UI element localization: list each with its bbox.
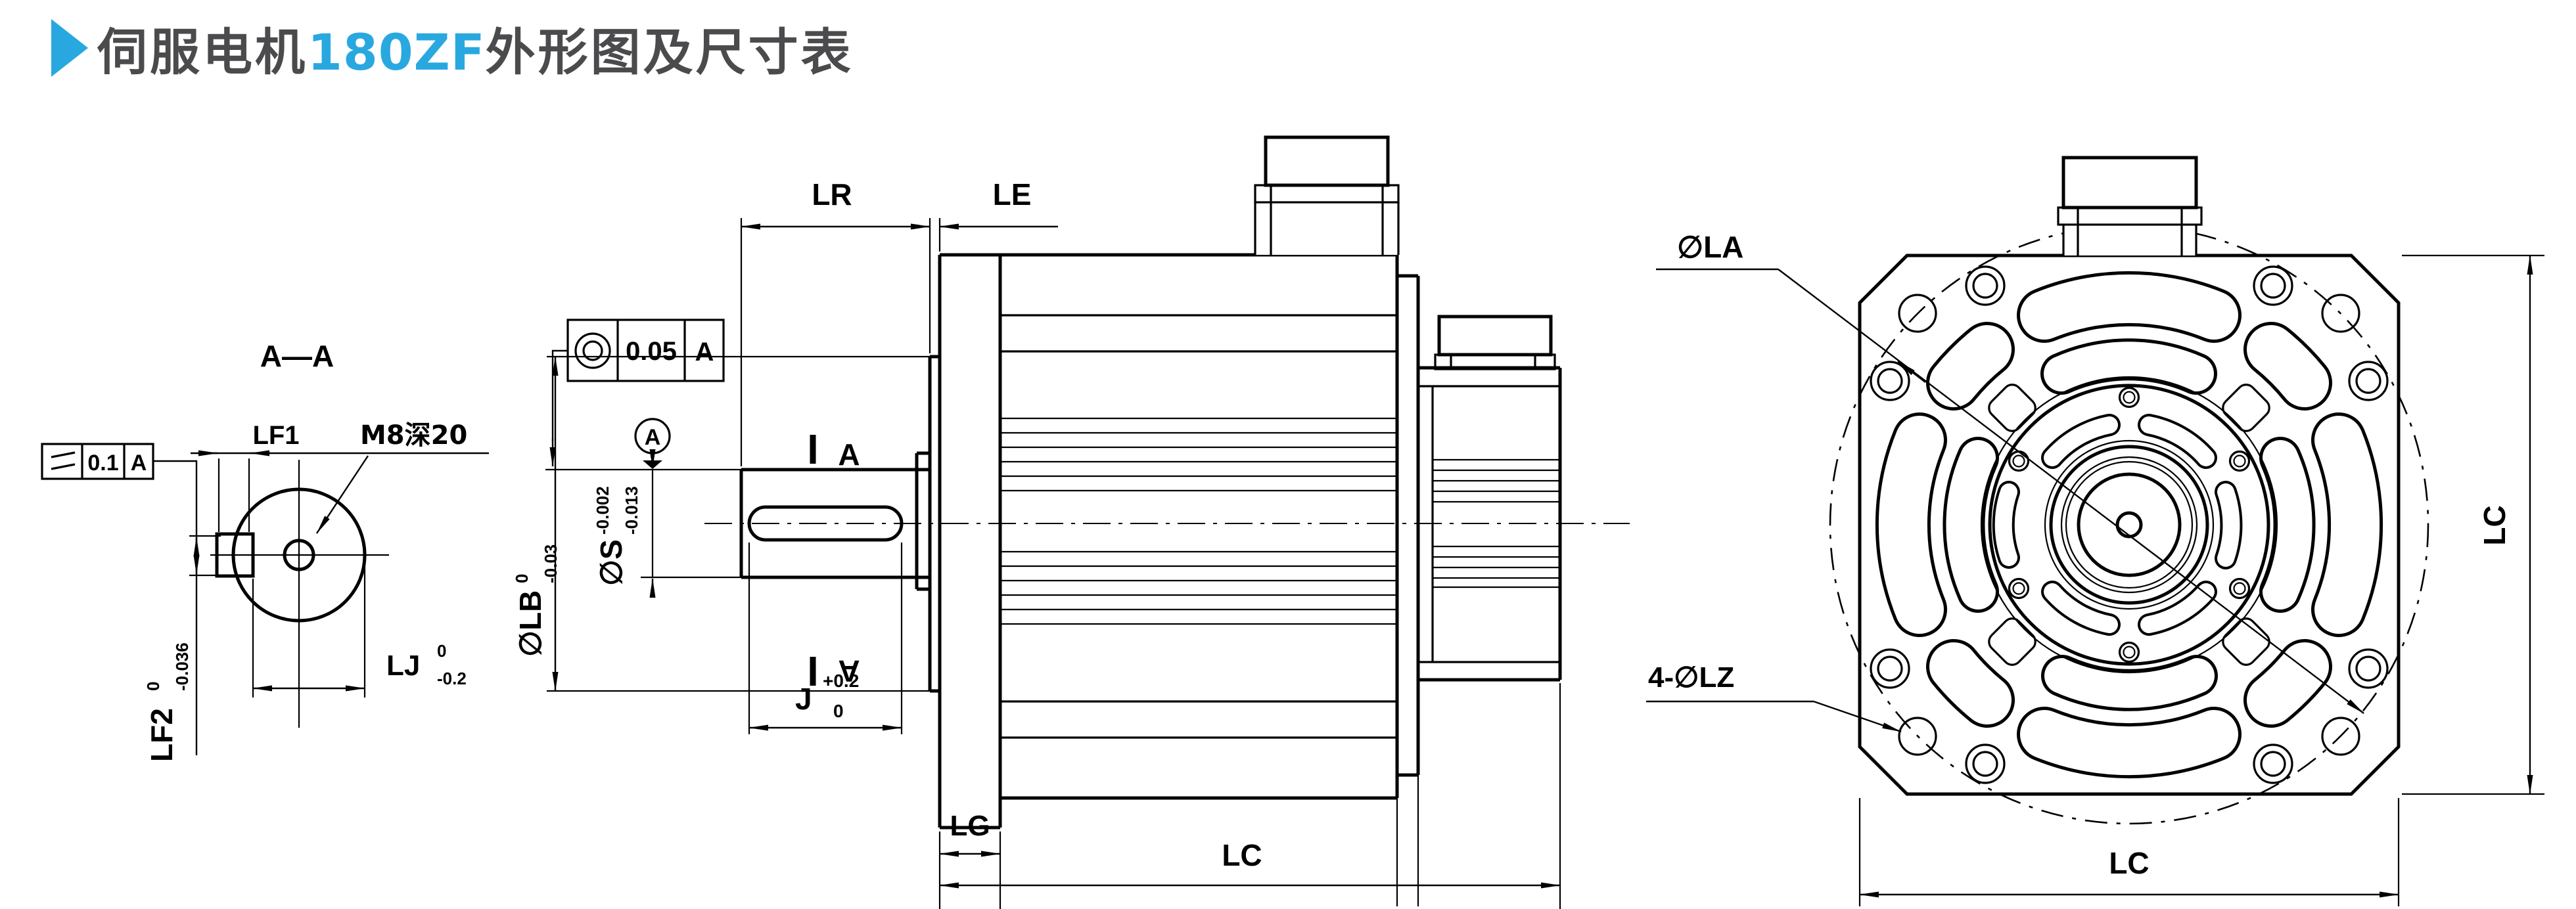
dim-j: J +0.2 0 bbox=[748, 543, 903, 734]
title-model: 180ZF bbox=[308, 23, 486, 81]
datum-a-symbol: A bbox=[634, 418, 671, 469]
hub-screws bbox=[2008, 386, 2251, 663]
dim-s: ∅S -0.002 -0.013 A bbox=[545, 418, 756, 598]
lb-label: ∅LB bbox=[513, 590, 547, 657]
dim-lr: LR bbox=[740, 177, 931, 466]
rear-end-bell bbox=[1396, 274, 1420, 906]
front-connector bbox=[2057, 156, 2203, 255]
dim-lb: ∅LB 0 -0.03 bbox=[512, 355, 930, 692]
dim-lf2: LF2 0 -0.036 bbox=[143, 535, 221, 762]
lf1-label: LF1 bbox=[252, 421, 299, 450]
dim-lj: LJ 0 -0.2 bbox=[252, 558, 467, 698]
j-sub: 0 bbox=[833, 701, 844, 721]
lb-sub: -0.03 bbox=[541, 544, 561, 583]
shaft-section bbox=[210, 460, 389, 728]
middle-vent-slots bbox=[1943, 338, 2316, 711]
mounting-holes bbox=[1898, 294, 2360, 756]
m8-label: M8深20 bbox=[360, 420, 467, 451]
lc-side-label: LC bbox=[1222, 838, 1262, 872]
title-dark: 伺服电机 bbox=[97, 23, 308, 81]
concentricity-tolerance-frame: 0.05 A bbox=[549, 319, 725, 467]
encoder-ribs bbox=[1433, 458, 1560, 588]
motor-body bbox=[1000, 253, 1399, 800]
section-title: A—A bbox=[260, 339, 334, 373]
lz-label: 4-∅LZ bbox=[1648, 661, 1734, 694]
mounting-flange bbox=[938, 253, 1002, 830]
dim-lc-vertical: LC bbox=[2402, 254, 2544, 795]
cover-screws bbox=[1870, 265, 2389, 784]
s-sub: -0.013 bbox=[622, 486, 641, 535]
tolerance-datum: A bbox=[695, 338, 714, 366]
tolerance-value: 0.05 bbox=[626, 337, 677, 366]
lc-bottom-label: LC bbox=[2109, 846, 2149, 880]
dim-lg: LG bbox=[938, 810, 1001, 909]
dim-le: LE bbox=[938, 177, 1058, 252]
page-title: 伺服电机180ZF外形图及尺寸表 bbox=[51, 12, 854, 84]
tolerance-datum: A bbox=[131, 451, 147, 476]
bolt-circle bbox=[1829, 225, 2429, 825]
shaft-shoulder bbox=[915, 451, 930, 591]
lf2-label: LF2 bbox=[145, 708, 179, 762]
s-label: ∅S bbox=[594, 539, 628, 586]
encoder-connector bbox=[1434, 315, 1556, 370]
s-sup: -0.002 bbox=[593, 486, 612, 535]
flange-square bbox=[1858, 254, 2401, 796]
outer-vent-slots bbox=[1875, 271, 2383, 779]
section-plane-marks: A A bbox=[810, 435, 860, 688]
lg-label: LG bbox=[950, 810, 990, 842]
section-mark-bottom: A bbox=[838, 654, 860, 688]
le-label: LE bbox=[993, 177, 1032, 211]
lr-label: LR bbox=[812, 177, 852, 211]
callout-lz: 4-∅LZ bbox=[1646, 661, 1902, 733]
bearing-hub bbox=[1980, 376, 2278, 674]
tolerance-value: 0.1 bbox=[87, 451, 118, 476]
lc-vertical-label: LC bbox=[2477, 505, 2512, 545]
title-dark2: 外形图及尺寸表 bbox=[485, 23, 854, 81]
parallelism-tolerance-frame: 0.1 A bbox=[41, 443, 198, 755]
cooling-fins bbox=[1000, 417, 1397, 625]
lf2-sup: 0 bbox=[143, 682, 163, 691]
front-view: ∅LA 4-∅LZ LC bbox=[1646, 156, 2544, 906]
title-text: 伺服电机180ZF外形图及尺寸表 bbox=[97, 12, 854, 84]
lj-label: LJ bbox=[386, 650, 420, 682]
lj-sup: 0 bbox=[437, 641, 446, 661]
j-sup: +0.2 bbox=[823, 671, 859, 691]
concentricity-icon bbox=[574, 332, 611, 369]
power-connector bbox=[1254, 135, 1400, 255]
lb-sup: 0 bbox=[512, 574, 532, 583]
dim-lc-bottom: LC bbox=[1858, 798, 2400, 906]
play-triangle-icon bbox=[51, 19, 88, 77]
lj-sub: -0.2 bbox=[437, 669, 467, 688]
section-view-aa: A—A 0.1 A bbox=[41, 339, 489, 762]
section-mark-top: A bbox=[838, 437, 860, 472]
parallelism-icon bbox=[51, 451, 76, 470]
la-label: ∅LA bbox=[1677, 230, 1743, 264]
j-label: J bbox=[795, 682, 812, 716]
side-view: LR LE 0.05 A bbox=[512, 135, 1630, 909]
dim-lc-side: LC bbox=[939, 683, 1561, 909]
dim-lf1: LF1 bbox=[191, 421, 489, 532]
center-hole bbox=[2115, 511, 2143, 539]
datum-letter: A bbox=[645, 425, 661, 450]
thread-callout: M8深20 bbox=[315, 420, 467, 534]
lf2-sub: -0.036 bbox=[172, 642, 192, 691]
callout-la: ∅LA bbox=[1656, 230, 2364, 714]
